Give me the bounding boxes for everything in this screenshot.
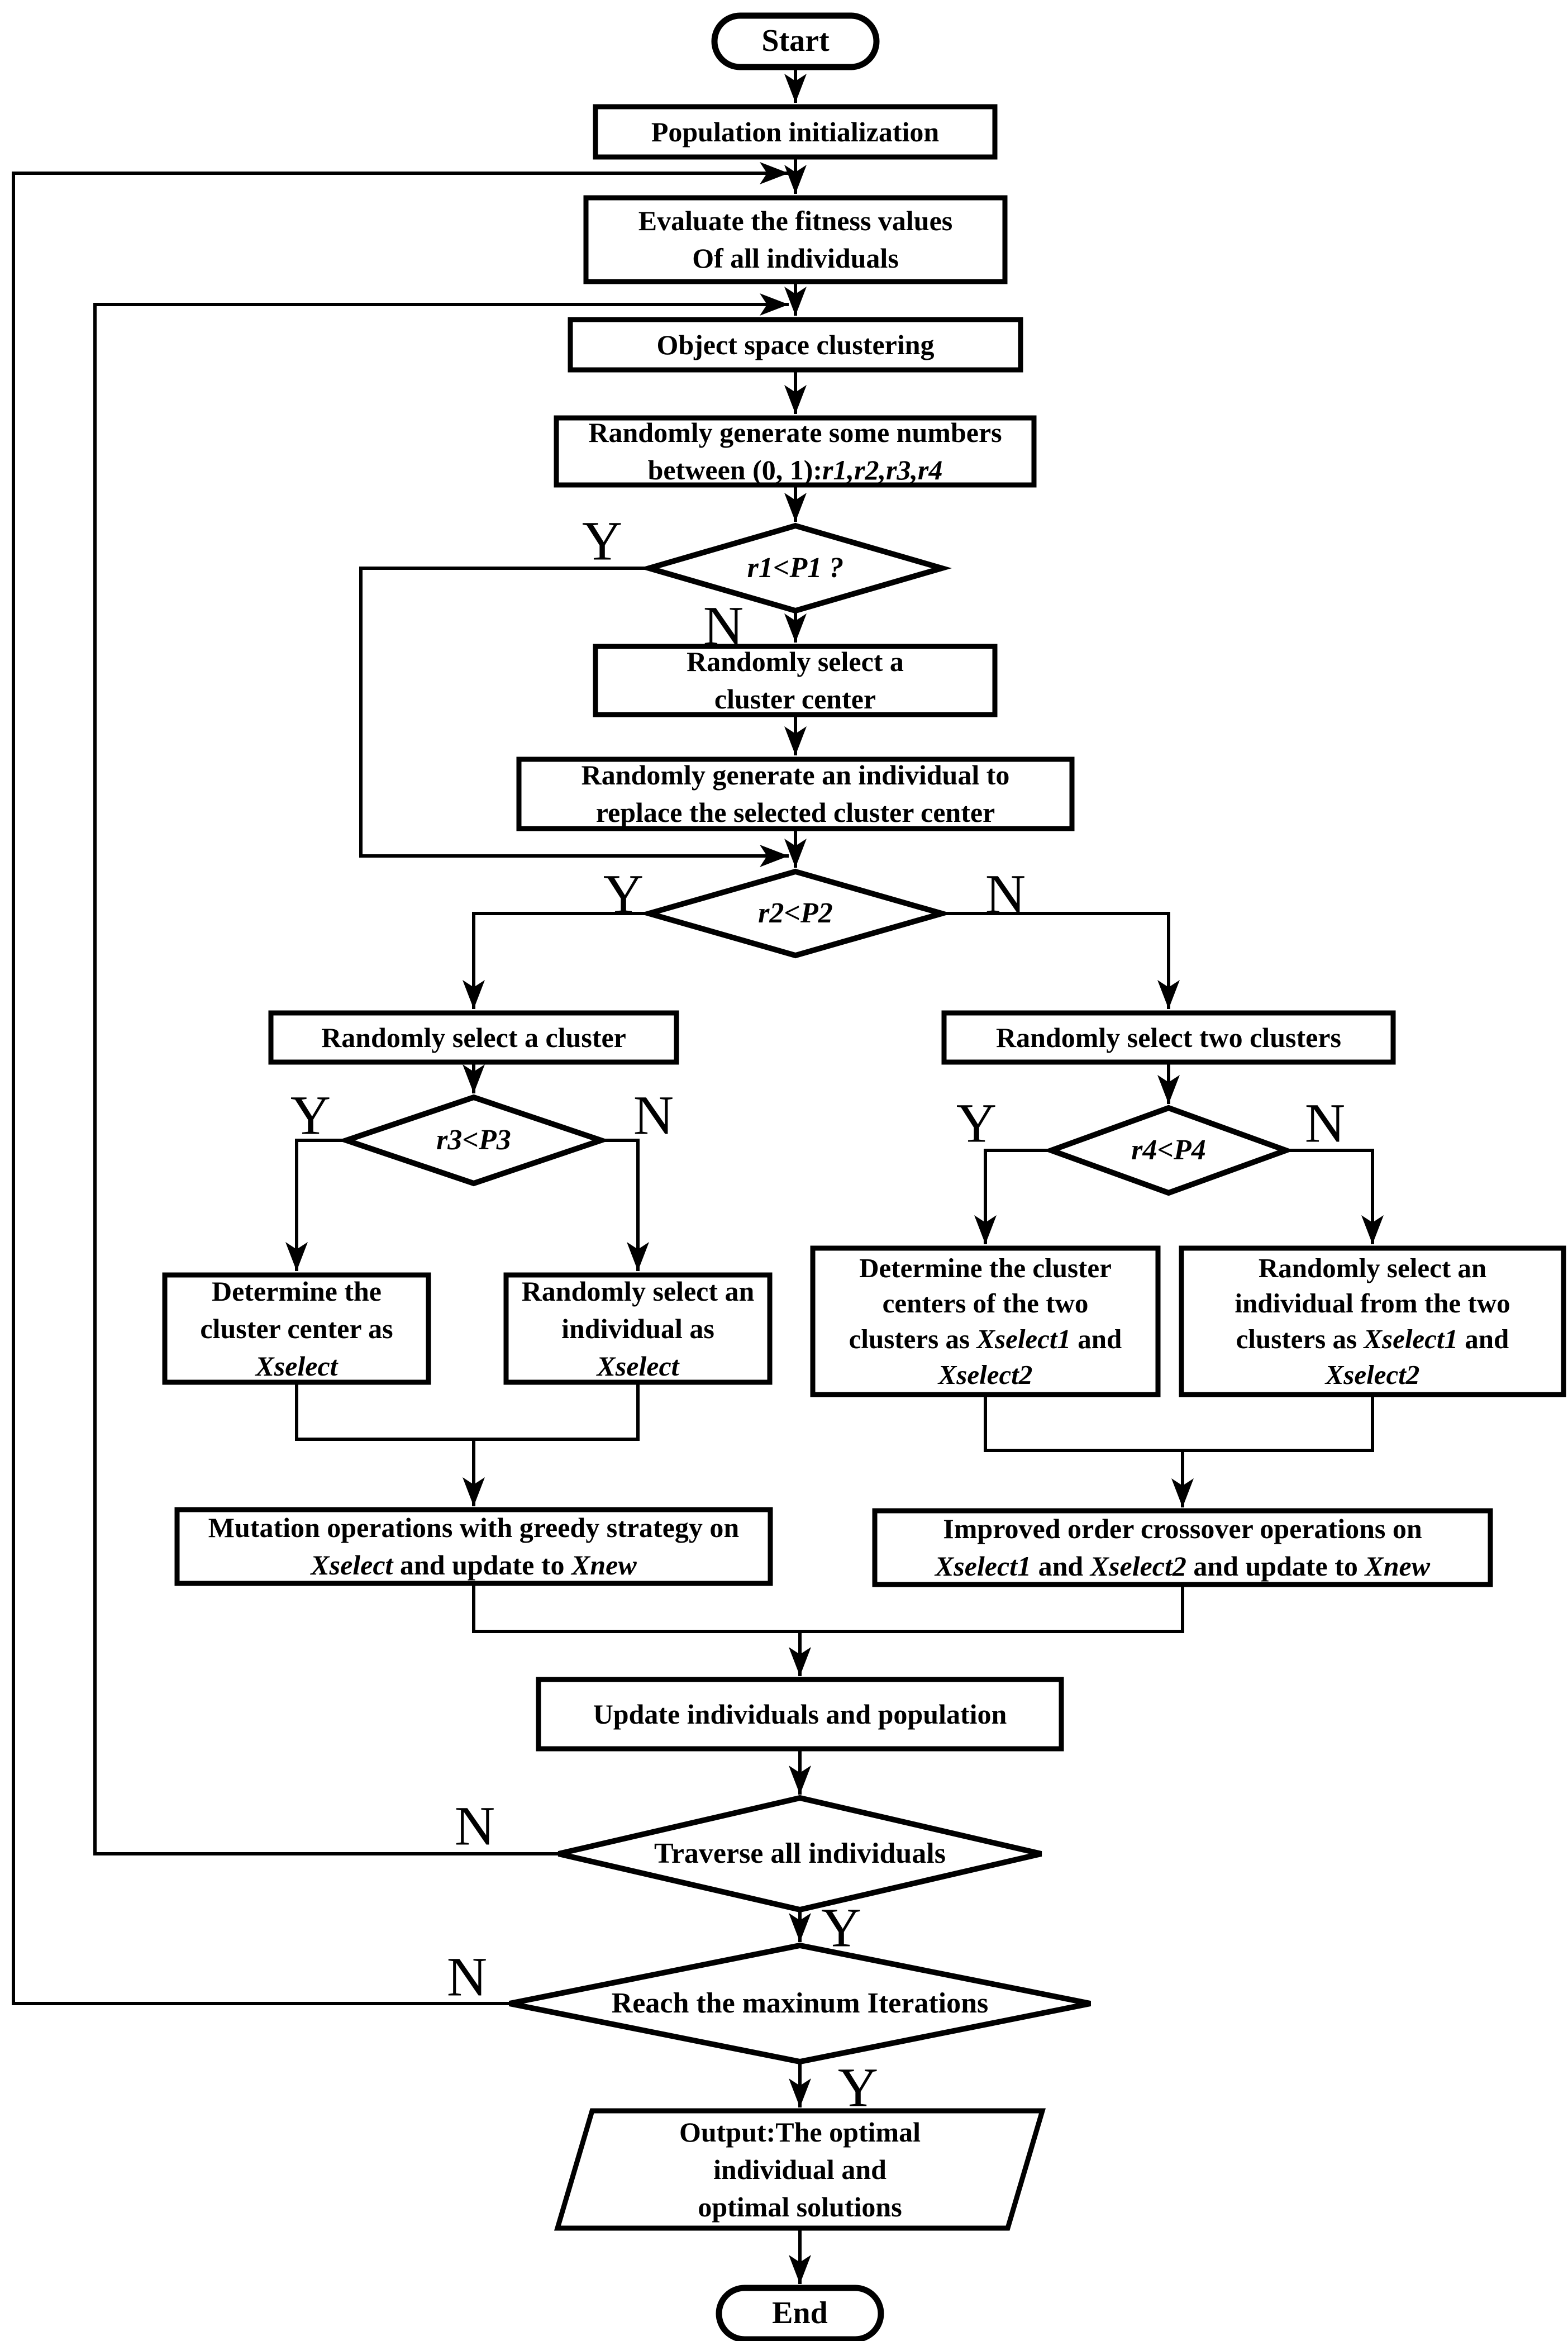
object-clustering-box bbox=[568, 317, 1023, 373]
evaluate-fitness-box bbox=[583, 195, 1008, 284]
decision-r3-diamond bbox=[337, 1094, 610, 1187]
start-terminator-shape bbox=[711, 12, 880, 70]
determine-two-centers-box bbox=[810, 1245, 1161, 1397]
random-numbers-box bbox=[554, 415, 1037, 488]
select-cluster-box bbox=[268, 1010, 679, 1065]
mutation-box bbox=[174, 1507, 773, 1586]
decision-r2-diamond bbox=[638, 868, 952, 959]
edge-r3-yes bbox=[285, 1139, 346, 1271]
random-individual-box bbox=[503, 1272, 773, 1385]
decision-iterations-diamond bbox=[509, 1942, 1091, 2065]
decision-r4-diamond bbox=[1043, 1105, 1294, 1196]
edge-iterations-no-feedback bbox=[12, 162, 789, 2005]
determine-center-box bbox=[162, 1272, 431, 1385]
edge-r3-no bbox=[601, 1139, 649, 1271]
edge-r4-yes bbox=[974, 1149, 1051, 1244]
edge-r2-no bbox=[942, 912, 1180, 1009]
edge-traverse-no-feedback bbox=[93, 293, 789, 1855]
select-two-clusters-box bbox=[941, 1010, 1396, 1065]
connector-left-merge bbox=[295, 1382, 640, 1441]
generate-individual-box bbox=[516, 756, 1075, 831]
select-cluster-center-box bbox=[593, 644, 998, 717]
edge-r2-yes bbox=[463, 912, 649, 1009]
end-terminator-shape bbox=[716, 2285, 884, 2341]
connector-bottom-merge bbox=[472, 1583, 1184, 1633]
decision-traverse-diamond bbox=[557, 1795, 1042, 1913]
connector-lines bbox=[12, 68, 1384, 2284]
edge-r4-no bbox=[1286, 1149, 1384, 1244]
edge-r1-yes-feedback bbox=[359, 567, 789, 867]
output-parallelogram bbox=[554, 2108, 1046, 2231]
crossover-box bbox=[872, 1508, 1493, 1587]
update-population-box bbox=[536, 1677, 1064, 1752]
node-shapes bbox=[162, 12, 1566, 2341]
random-two-individuals-box bbox=[1179, 1245, 1566, 1397]
decision-r1-diamond bbox=[639, 522, 952, 614]
population-init-box bbox=[593, 104, 998, 160]
connector-right-merge bbox=[984, 1395, 1374, 1452]
